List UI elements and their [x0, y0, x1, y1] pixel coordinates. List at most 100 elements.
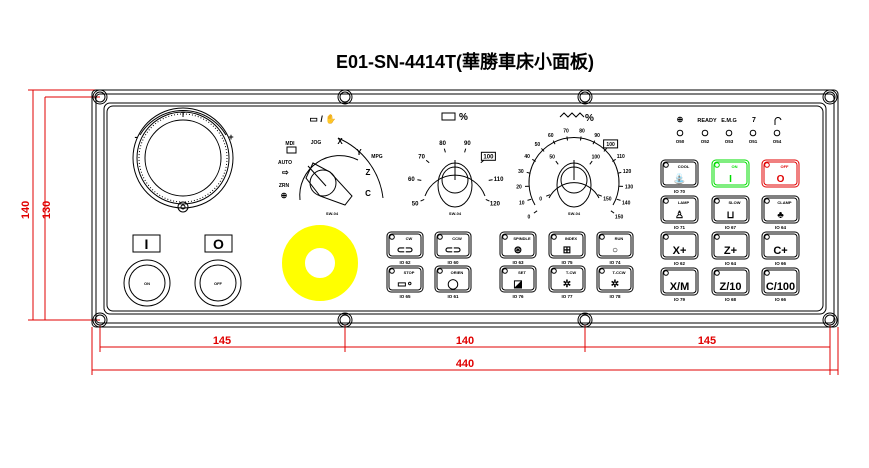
handwheel-plus-label: +: [228, 132, 233, 142]
power-indicator-icon: ⊕: [677, 115, 684, 124]
mode-label-z: Z: [366, 168, 371, 177]
button-io-label: IO 76: [512, 294, 524, 299]
button-io-label: IO 65: [399, 294, 411, 299]
handwheel-mpg[interactable]: T - +: [132, 107, 234, 213]
panel-button-cool[interactable]: COOL⛲IO 70: [660, 159, 699, 194]
mode-label-y: Y: [356, 148, 362, 157]
mounting-hole: [822, 312, 838, 328]
button-led-icon: [599, 268, 605, 274]
button-io-label: IO 77: [561, 294, 573, 299]
panel-button-set[interactable]: SET◪IO 76: [499, 265, 537, 299]
button-led-icon: [764, 270, 770, 276]
button-io-label: IO 74: [609, 260, 621, 265]
power-off-group: O OFF: [194, 234, 242, 307]
panel-frame: [91, 89, 839, 328]
button-led-icon: [764, 198, 770, 204]
button-symbol-icon: ⊔: [727, 210, 735, 221]
panel-button-t-ccw[interactable]: T-CCW ✲ IO 78: [596, 265, 634, 299]
middle-width-label: 140: [456, 335, 474, 347]
power-off-button[interactable]: OFF: [194, 259, 242, 307]
button-symbol-icon: C+: [773, 245, 787, 257]
dial-tick: [610, 210, 615, 214]
mode-selector[interactable]: ▭ / ✋ MDI JOG X Y Z C MPG AUTO ⇨ ZRN ⊕ S…: [278, 113, 384, 216]
panel-button-x-m[interactable]: X/MIO 79: [660, 267, 699, 302]
panel-button-t-cw[interactable]: T-CW✲IO 77: [548, 265, 586, 299]
dial-label: 20: [516, 185, 522, 191]
panel-button-on[interactable]: ONI: [711, 159, 750, 188]
dial-label: 10: [519, 200, 525, 206]
button-symbol-icon: ✲: [611, 279, 619, 290]
button-led-icon: [764, 162, 770, 168]
dial-label: 90: [464, 141, 471, 147]
led-label: O53: [725, 139, 734, 144]
button-symbol-icon: ▭∘: [397, 279, 413, 290]
button-symbol-icon: ♙: [675, 210, 684, 221]
button-io-label: IO 62: [399, 260, 411, 265]
panel-button-run[interactable]: RUN○IO 74: [596, 231, 634, 265]
panel-button-ccw[interactable]: CCW⊂⊃IO 60: [434, 231, 472, 265]
indicator-emg-label: E.M.G: [721, 118, 737, 124]
button-led-icon: [714, 234, 720, 240]
indicator-led: O54: [773, 129, 782, 144]
panel-button-spindle[interactable]: SPINDLE⊛IO 63: [499, 231, 537, 265]
button-io-label: IO 75: [561, 260, 573, 265]
dial-label: 90: [594, 133, 600, 139]
button-io-label: IO 78: [609, 294, 621, 299]
button-led-icon: [389, 234, 395, 240]
mounting-hole: [577, 312, 593, 328]
mode-label-c: C: [365, 189, 371, 198]
button-io-label: IO 68: [725, 297, 737, 302]
button-symbol-icon: ◯: [447, 279, 458, 290]
button-label: STOP: [404, 270, 415, 275]
dial-label: 120: [623, 169, 632, 175]
dial-tick: [485, 198, 490, 202]
spindle-override-header: %: [459, 112, 468, 123]
emergency-stop[interactable]: [282, 225, 358, 301]
button-io-label: IO 62: [674, 261, 686, 266]
dial-label: 110: [494, 177, 504, 183]
button-symbol-icon: I: [729, 174, 732, 185]
dial-label: 150: [615, 215, 624, 221]
mode-label-x: X: [337, 137, 343, 146]
button-symbol-icon: ○: [612, 245, 618, 256]
panel-button-lamp[interactable]: LAMP♙IO 71: [660, 195, 699, 230]
panel-button-stop[interactable]: STOP ▭∘ IO 65: [386, 265, 424, 299]
button-symbol-icon: O: [777, 174, 785, 185]
dial-tick: [417, 179, 422, 181]
mode-label-jog: JOG: [311, 140, 322, 146]
dial-tick: [425, 159, 430, 164]
button-io-label: IO 61: [447, 294, 459, 299]
panel-button-index[interactable]: INDEX⊞IO 75: [548, 231, 586, 265]
dial-label: 60: [408, 177, 415, 183]
dial-tick: [552, 140, 556, 145]
panel-button-slow[interactable]: SLOW⊔IO 67: [711, 195, 750, 230]
power-on-symbol: I: [145, 236, 149, 252]
mode-selector-header: ▭ / ✋: [309, 113, 336, 124]
panel-button-x-[interactable]: X+IO 62: [660, 231, 699, 266]
dial-label: 140: [622, 200, 631, 206]
panel-button-clamp[interactable]: CLAMP♣IO 64: [761, 195, 800, 230]
indicator-led: O50: [676, 129, 685, 144]
button-led-icon: [663, 234, 669, 240]
panel-button-c-[interactable]: C+IO 66: [761, 231, 800, 266]
power-on-button[interactable]: ON: [123, 259, 171, 307]
feed-override-caption: SW-04: [568, 211, 581, 216]
panel-button-z-[interactable]: Z+IO 64: [711, 231, 750, 266]
auto-arrow-icon: ⇨: [282, 168, 289, 177]
button-led-icon: [714, 270, 720, 276]
dial-tick: [532, 158, 536, 162]
panel-button-cw[interactable]: CW⊂⊃IO 62: [386, 231, 424, 265]
button-io-label: IO 64: [775, 225, 787, 230]
dial-label: 100: [606, 142, 615, 148]
panel-button-orien[interactable]: ORIEN◯IO 61: [434, 265, 472, 299]
button-led-icon: [502, 234, 508, 240]
mode-label-mpg: MPG: [371, 154, 383, 160]
dial-label: 50: [535, 142, 541, 148]
button-label: T-CCW: [612, 270, 625, 275]
button-io-label: IO 79: [674, 297, 686, 302]
